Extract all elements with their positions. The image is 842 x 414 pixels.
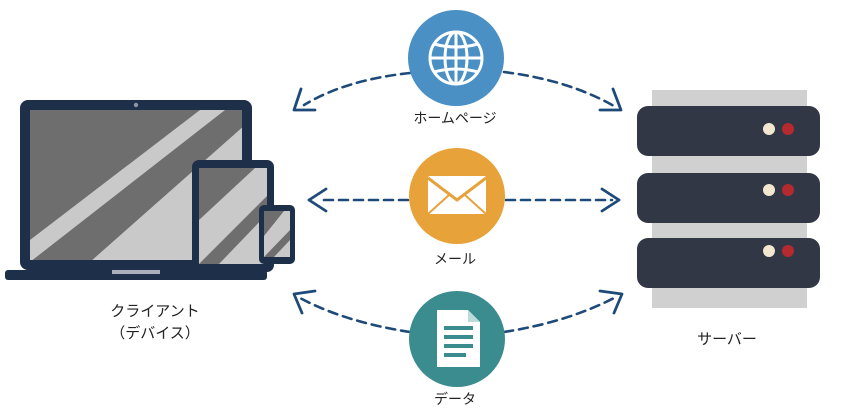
server-icon — [637, 90, 820, 308]
arrow-home-right — [502, 70, 616, 108]
arrowhead — [598, 289, 624, 315]
arrowhead — [600, 187, 621, 213]
server-unit — [637, 106, 820, 156]
arrow-data-left — [298, 296, 412, 334]
server-unit — [637, 238, 820, 288]
data-label: データ — [434, 392, 476, 408]
smartphone-icon — [259, 205, 295, 264]
homepage-node — [408, 10, 504, 106]
homepage-label: ホームページ — [413, 111, 497, 127]
server-unit — [637, 173, 820, 223]
arrowhead — [292, 289, 317, 315]
arrowhead — [598, 87, 623, 112]
document-icon — [437, 310, 480, 367]
client-label-line1: クライアント — [110, 302, 200, 320]
arrowhead — [307, 187, 328, 213]
client-label-line2: （デバイス） — [110, 324, 200, 342]
mail-node — [409, 148, 505, 244]
arrow-data-right — [502, 295, 618, 334]
tablet-icon — [192, 160, 274, 272]
mail-label: メール — [434, 252, 476, 268]
arrowhead — [292, 87, 317, 112]
envelope-icon — [427, 176, 487, 215]
arrow-home-left — [302, 71, 412, 107]
globe-icon — [428, 30, 484, 86]
server-label: サーバー — [697, 330, 757, 348]
data-node — [409, 291, 505, 387]
client-label: クライアント （デバイス） — [60, 300, 250, 344]
